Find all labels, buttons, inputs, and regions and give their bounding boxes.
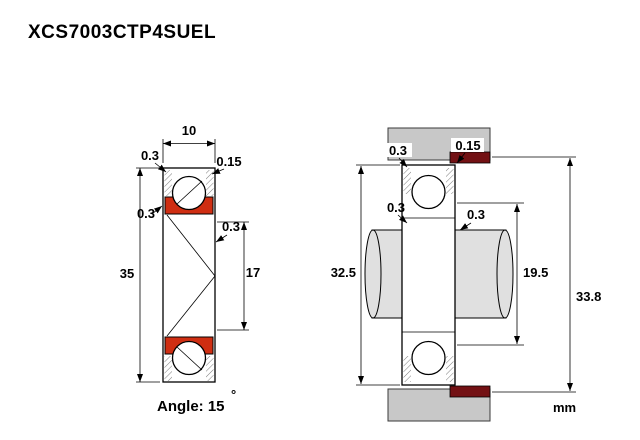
leader-line [397,214,408,224]
dim-chamfer-left: 0.3 [389,143,407,158]
drawing-title: XCS7003CTP4SUEL [28,22,216,43]
label-backing [383,143,412,157]
hatch-region [206,356,214,381]
shaft-end-left [364,229,382,319]
label-backing [451,138,484,152]
hatch-region [446,168,454,194]
hatch-region [164,356,172,381]
contact-line [176,346,203,371]
hatch-region [403,356,411,382]
leader-line [154,162,167,173]
leader-line [215,234,228,243]
angle-line [166,275,216,337]
spacer-top [449,151,491,164]
right-view-dimensions: 0.3 0.15 0.3 0.3 32.5 19.5 33.8 mm [331,138,601,415]
dim-chamfer-top-right: 0.15 [216,154,241,169]
dim-inner-shoulder: 19.5 [523,265,548,280]
leader-line [151,205,163,215]
unit-label: mm [553,400,576,415]
dim-recess-left: 0.3 [387,200,405,215]
right-bottom-ball [411,340,446,376]
dim-seal-right: 0.3 [222,219,240,234]
dim-housing-bore: 32.5 [331,265,356,280]
hatch-region [446,356,454,382]
right-top-ball [411,174,446,210]
leader-line [398,157,408,168]
dim-outer-diameter: 35 [120,266,134,281]
leader-line [459,222,472,231]
leader-line [211,168,225,175]
hatch-region [403,168,411,194]
spacer-bottom [449,385,491,398]
left-view-dimensions: 10 0.3 0.15 0.3 35 0.3 17 Angle: 15 ° [120,123,260,415]
dim-chamfer-top-left: 0.3 [141,148,159,163]
degree-symbol: ° [231,387,236,402]
hatch-region [164,170,172,196]
shaft-end-right [496,229,514,319]
angle-line [166,214,216,277]
angle-label: Angle: 15 [157,398,225,415]
dim-chamfer-right: 0.15 [455,138,480,153]
hatch-region [206,170,214,196]
dim-outer-shoulder: 33.8 [576,289,601,304]
right-view-section [364,127,514,422]
contact-line [176,180,203,205]
leader-line [456,152,466,164]
dim-outer-width: 10 [182,123,196,138]
dim-bore-diameter: 17 [246,265,260,280]
dim-recess-right: 0.3 [467,207,485,222]
left-view-section [162,167,216,383]
